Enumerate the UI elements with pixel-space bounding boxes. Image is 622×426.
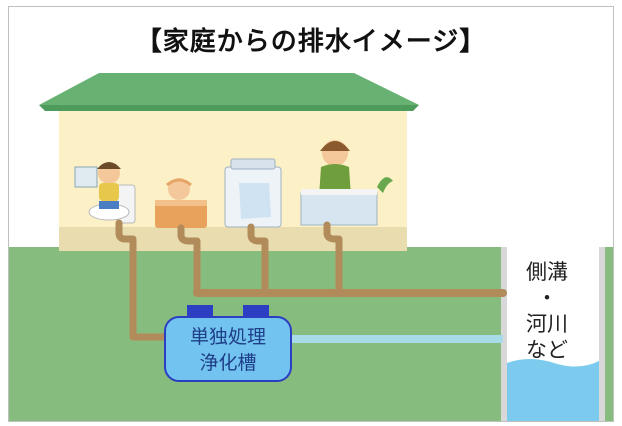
house-roof <box>39 73 419 105</box>
diagram-frame: 単独処理 浄化槽 【家庭からの排水イメージ】 側溝 ・ 河川 など <box>8 6 614 422</box>
ditch-label-line1: 側溝 <box>526 260 568 284</box>
toilet-illustration <box>74 162 136 224</box>
ditch-label-line4: など <box>526 338 568 362</box>
tank-label-line1: 単独処理 <box>190 326 266 348</box>
ditch-label-line2: ・ <box>536 286 558 310</box>
river-water <box>507 359 599 421</box>
drain-pipes <box>115 219 507 341</box>
septic-tank: 単独処理 浄化槽 <box>164 305 292 382</box>
ditch-label-line3: 河川 <box>526 312 568 336</box>
page-title: 【家庭からの排水イメージ】 <box>135 27 487 57</box>
ditch-channel <box>501 247 605 421</box>
tank-label-line2: 浄化槽 <box>199 352 256 374</box>
kitchen-sink-illustration <box>300 140 393 226</box>
bathtub-illustration <box>155 178 207 228</box>
drainage-scene: 単独処理 浄化槽 <box>9 73 613 421</box>
treated-water-channel <box>291 335 503 343</box>
washing-machine-illustration <box>224 158 282 228</box>
